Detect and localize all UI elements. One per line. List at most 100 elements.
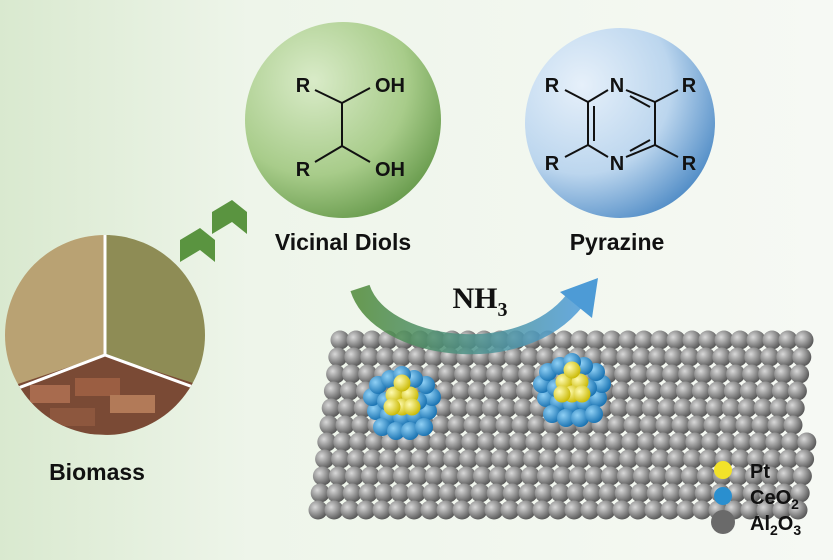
- al2o3-sphere: [376, 466, 396, 486]
- al2o3-sphere: [646, 364, 666, 384]
- al2o3-sphere: [308, 500, 328, 520]
- al2o3-sphere: [449, 398, 469, 418]
- al2o3-sphere: [454, 364, 474, 384]
- al2o3-sphere: [623, 415, 643, 435]
- al2o3-sphere: [331, 449, 351, 469]
- al2o3-sphere: [534, 483, 554, 503]
- al2o3-sphere: [756, 500, 776, 520]
- al2o3-sphere: [614, 364, 634, 384]
- al2o3-sphere: [723, 381, 743, 401]
- al2o3-sphere: [619, 449, 639, 469]
- ceo2-sphere: [557, 409, 575, 427]
- al2o3-sphere: [340, 500, 360, 520]
- al2o3-sphere: [424, 466, 444, 486]
- al2o3-sphere: [472, 466, 492, 486]
- al2o3-sphere: [431, 415, 451, 435]
- al2o3-sphere: [628, 500, 648, 520]
- vicinal-diols-label: Vicinal Diols: [275, 229, 411, 255]
- al2o3-sphere: [650, 330, 670, 350]
- al2o3-sphere: [520, 347, 540, 367]
- biomass-image: [5, 235, 205, 435]
- al2o3-sphere: [356, 500, 376, 520]
- al2o3-sphere: [452, 500, 472, 520]
- al2o3-sphere: [500, 500, 520, 520]
- al2o3-sphere: [792, 347, 812, 367]
- pt-sphere: [553, 385, 571, 403]
- al2o3-sphere: [714, 330, 734, 350]
- al2o3-sphere: [333, 432, 353, 452]
- pt-sphere: [573, 385, 591, 403]
- al2o3-sphere: [651, 449, 671, 469]
- al2o3-sphere: [319, 415, 339, 435]
- al2o3-sphere: [470, 364, 490, 384]
- al2o3-sphere: [699, 449, 719, 469]
- al2o3-sphere: [445, 432, 465, 452]
- al2o3-sphere: [678, 364, 698, 384]
- al2o3-sphere: [634, 330, 654, 350]
- al2o3-sphere: [335, 415, 355, 435]
- al2o3-sphere: [408, 347, 428, 367]
- al2o3-sphere: [447, 415, 467, 435]
- al2o3-sphere: [676, 500, 696, 520]
- al2o3-sphere: [630, 364, 650, 384]
- al2o3-sphere: [337, 398, 357, 418]
- al2o3-sphere: [689, 398, 709, 418]
- al2o3-sphere: [717, 432, 737, 452]
- legend-label-2: Al2O3: [750, 513, 801, 538]
- al2o3-sphere: [760, 466, 780, 486]
- al2o3-sphere: [788, 500, 808, 520]
- al2o3-sphere: [728, 466, 748, 486]
- pyrazine-r-br: R: [682, 153, 697, 175]
- al2o3-sphere: [783, 415, 803, 435]
- al2o3-sphere: [614, 483, 634, 503]
- catalyst-surface: [308, 330, 817, 520]
- pyrazine-r-tr: R: [682, 75, 697, 97]
- al2o3-sphere: [463, 415, 483, 435]
- al2o3-sphere: [456, 466, 476, 486]
- al2o3-sphere: [609, 398, 629, 418]
- al2o3-sphere: [760, 347, 780, 367]
- al2o3-sphere: [705, 398, 725, 418]
- al2o3-sphere: [612, 500, 632, 520]
- al2o3-sphere: [406, 483, 426, 503]
- al2o3-sphere: [797, 432, 817, 452]
- al2o3-sphere: [694, 364, 714, 384]
- al2o3-sphere: [641, 398, 661, 418]
- al2o3-sphere: [767, 415, 787, 435]
- al2o3-sphere: [710, 364, 730, 384]
- al2o3-sphere: [392, 466, 412, 486]
- pyrazine-n-bottom: N: [610, 153, 624, 175]
- ceo2-sphere: [585, 405, 603, 423]
- diol-r-bottom: R: [296, 159, 311, 181]
- al2o3-sphere: [632, 466, 652, 486]
- al2o3-sphere: [342, 364, 362, 384]
- al2o3-sphere: [395, 449, 415, 469]
- al2o3-sphere: [495, 415, 515, 435]
- al2o3-sphere: [527, 415, 547, 435]
- al2o3-sphere: [564, 500, 584, 520]
- biomass-label: Biomass: [49, 459, 145, 485]
- al2o3-sphere: [392, 347, 412, 367]
- pyrazine-label: Pyrazine: [570, 229, 665, 255]
- al2o3-sphere: [372, 500, 392, 520]
- al2o3-sphere: [555, 449, 575, 469]
- al2o3-sphere: [321, 398, 341, 418]
- al2o3-sphere: [790, 364, 810, 384]
- al2o3-sphere: [532, 500, 552, 520]
- al2o3-sphere: [541, 432, 561, 452]
- al2o3-sphere: [483, 381, 503, 401]
- al2o3-sphere: [413, 432, 433, 452]
- al2o3-sphere: [758, 483, 778, 503]
- al2o3-sphere: [621, 432, 641, 452]
- al2o3-sphere: [703, 415, 723, 435]
- al2o3-sphere: [632, 347, 652, 367]
- al2o3-sphere: [692, 500, 712, 520]
- al2o3-sphere: [744, 466, 764, 486]
- al2o3-sphere: [502, 364, 522, 384]
- al2o3-sphere: [520, 466, 540, 486]
- ceo2-sphere: [401, 422, 419, 440]
- al2o3-sphere: [486, 364, 506, 384]
